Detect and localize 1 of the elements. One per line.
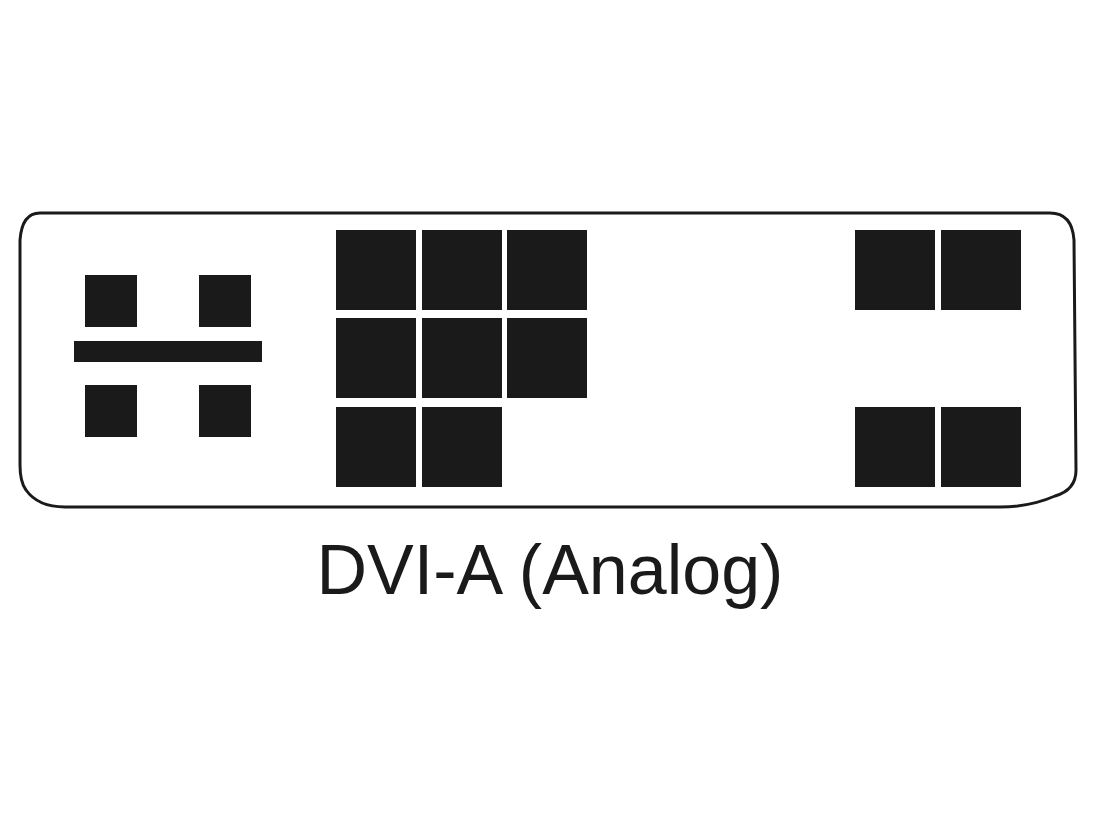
caption: DVI-A (Analog): [315, 530, 785, 611]
